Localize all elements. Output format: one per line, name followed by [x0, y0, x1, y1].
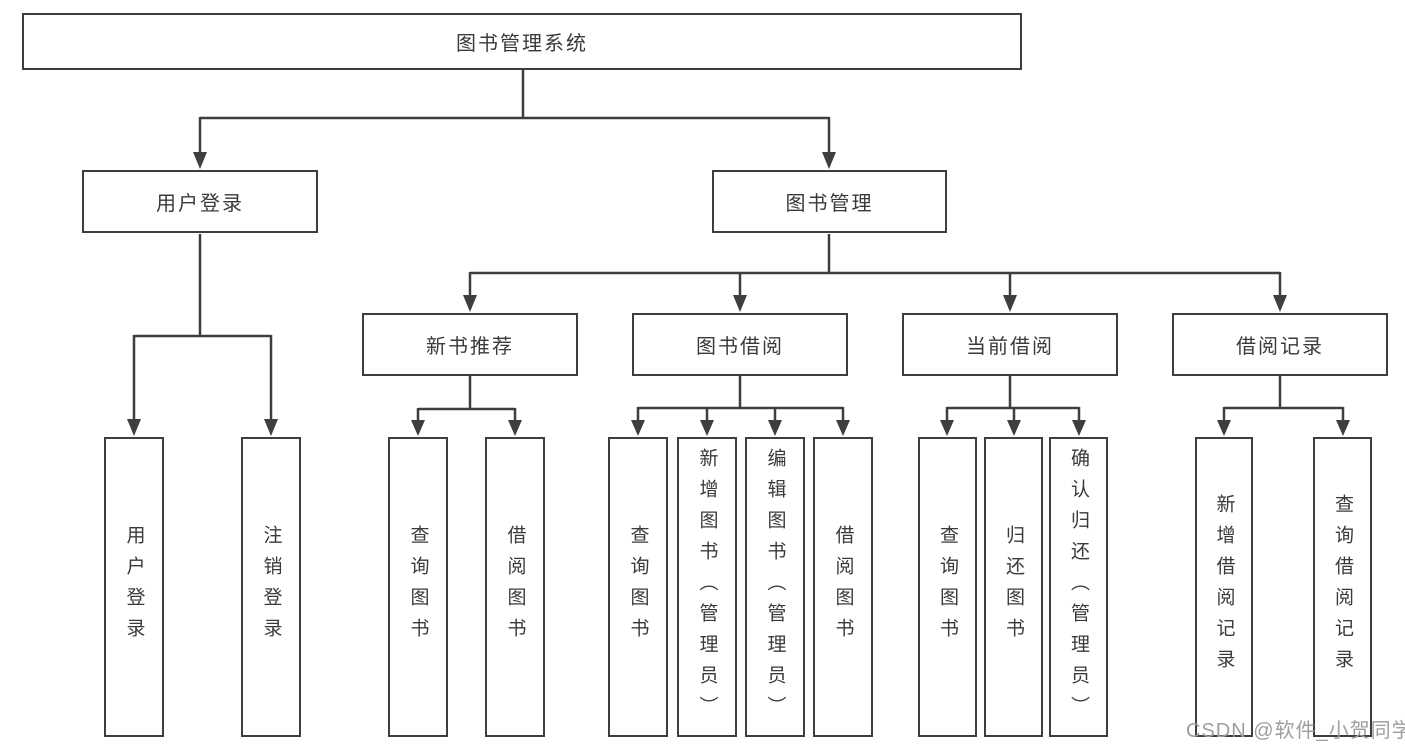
node-user-login: 用户登录	[82, 170, 318, 233]
leaf-edit-book-admin: 编辑图书（管理员）	[745, 437, 805, 737]
leaf-query-books-recommend: 查询图书	[388, 437, 448, 737]
leaf-logout: 注销登录	[241, 437, 301, 737]
leaf-add-borrow-record: 新增借阅记录	[1195, 437, 1253, 737]
node-book-borrow: 图书借阅	[632, 313, 848, 376]
leaf-borrow-book: 借阅图书	[813, 437, 873, 737]
leaf-borrow-books-recommend: 借阅图书	[485, 437, 545, 737]
leaf-query-books-borrow: 查询图书	[608, 437, 668, 737]
csdn-watermark: CSDN @软件_小贺同学	[1186, 720, 1405, 742]
node-borrow-records: 借阅记录	[1172, 313, 1388, 376]
leaf-add-book-admin: 新增图书（管理员）	[677, 437, 737, 737]
leaf-confirm-return-admin: 确认归还（管理员）	[1049, 437, 1108, 737]
node-current-borrow: 当前借阅	[902, 313, 1118, 376]
leaf-return-book: 归还图书	[984, 437, 1043, 737]
node-new-book-recommend: 新书推荐	[362, 313, 578, 376]
leaf-query-books-current: 查询图书	[918, 437, 977, 737]
node-root: 图书管理系统	[22, 13, 1022, 70]
leaf-query-borrow-record: 查询借阅记录	[1313, 437, 1372, 737]
node-book-management: 图书管理	[712, 170, 947, 233]
leaf-user-login: 用户登录	[104, 437, 164, 737]
